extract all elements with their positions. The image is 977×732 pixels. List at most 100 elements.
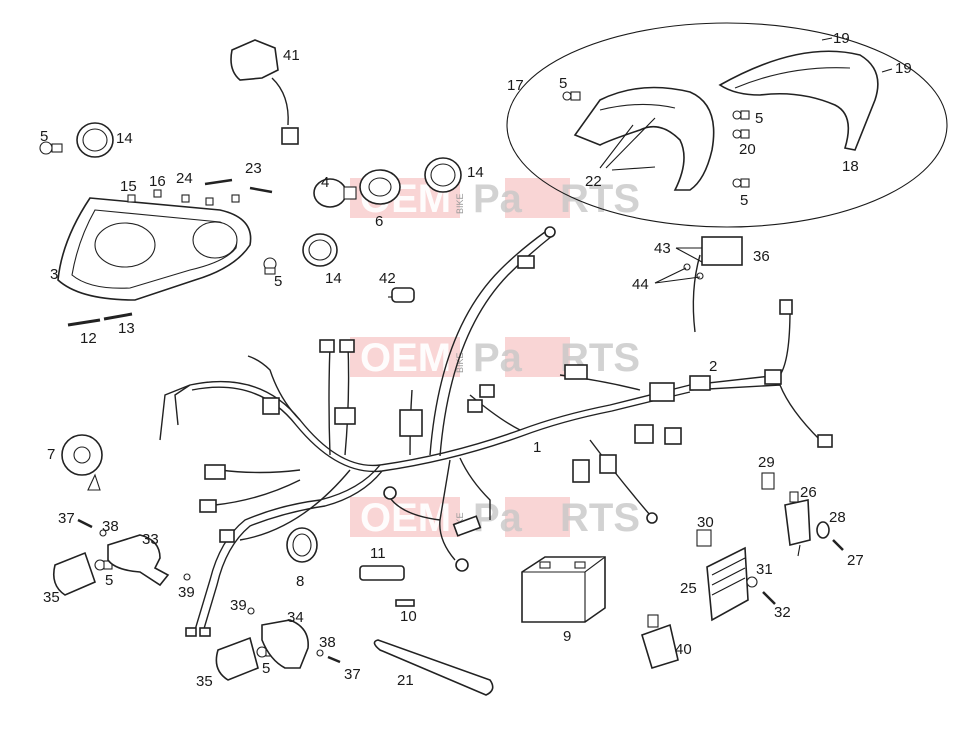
label-35: 35: [43, 589, 60, 606]
part-7-horn: [61, 434, 103, 491]
label-29: 29: [758, 454, 775, 471]
screw-37a: [77, 518, 93, 529]
ring-14a: [76, 122, 114, 158]
washer-38b: [316, 649, 324, 657]
part-31-washer: [746, 576, 758, 588]
part-18-rear-cover: [718, 50, 879, 151]
label-24: 24: [176, 170, 193, 187]
bulb-5b: [732, 110, 750, 120]
screw-23a: [204, 178, 233, 186]
label-7: 7: [47, 446, 55, 463]
part-40-relay: [641, 614, 679, 670]
part-34-indicator-housing: [261, 619, 309, 669]
label-33: 33: [142, 531, 159, 548]
part-27-screw: [832, 539, 844, 551]
part-36-relay: [683, 236, 743, 333]
part-3-headlight: [57, 197, 252, 301]
bulb-5d: [263, 257, 277, 275]
label-17: 17: [507, 77, 524, 94]
label-37: 37: [344, 666, 361, 683]
label-18: 18: [842, 158, 859, 175]
bulb-20: [732, 129, 750, 139]
ring-14c: [302, 233, 338, 267]
label-20: 20: [739, 141, 756, 158]
part-16-nut: [153, 189, 162, 198]
label-42: 42: [379, 270, 396, 287]
part-10-fuse: [395, 599, 415, 607]
label-38: 38: [102, 518, 119, 535]
label-5: 5: [755, 110, 763, 127]
label-5: 5: [559, 75, 567, 92]
label-28: 28: [829, 509, 846, 526]
label-14: 14: [467, 164, 484, 181]
watermark-bottom: OEM BIKE Pa RTS: [350, 496, 640, 540]
label-32: 32: [774, 604, 791, 621]
label-22: 22: [585, 173, 602, 190]
label-9: 9: [563, 628, 571, 645]
part-35-lens-front: [52, 551, 96, 596]
ring-14b: [424, 157, 462, 193]
label-35: 35: [196, 673, 213, 690]
label-41: 41: [283, 47, 300, 64]
label-11: 11: [370, 545, 386, 562]
part-42-switch: [388, 287, 415, 303]
label-10: 10: [400, 608, 417, 625]
part-29-clip: [761, 472, 775, 490]
callout-labels: 1 2 3 4 5 5 5 5 5 5 5 6 7 8 9 10 11 12 1…: [40, 30, 912, 690]
label-25: 25: [680, 580, 697, 597]
label-12: 12: [80, 330, 97, 347]
label-26: 26: [800, 484, 817, 501]
label-2: 2: [709, 358, 717, 375]
watermark-pa: Pa: [473, 177, 523, 221]
label-14: 14: [116, 130, 133, 147]
label-19: 19: [833, 30, 850, 47]
socket-6: [359, 169, 401, 205]
label-44: 44: [632, 276, 649, 293]
watermark-pa: Pa: [473, 336, 523, 380]
part-33-indicator-housing: [107, 534, 170, 587]
label-21: 21: [397, 672, 414, 689]
part-9-battery: [521, 556, 606, 623]
part-28-grommet: [816, 521, 830, 539]
watermark-bike: BIKE: [455, 352, 465, 373]
screw-12: [67, 318, 101, 327]
label-5: 5: [262, 660, 270, 677]
label-38: 38: [319, 634, 336, 651]
label-8: 8: [296, 573, 304, 590]
part-21-strap: [373, 639, 494, 696]
label-16: 16: [149, 173, 166, 190]
bulb-4: [313, 178, 357, 208]
screw-23b: [249, 186, 273, 194]
leader-lines: [654, 247, 703, 284]
part-26-flasher: [784, 491, 811, 557]
part-25-regulator: [706, 546, 749, 622]
label-3: 3: [50, 266, 58, 283]
part-41-switch: [230, 39, 299, 145]
part-35-lens-rear: [215, 636, 259, 681]
label-19: 19: [895, 60, 912, 77]
label-31: 31: [756, 561, 773, 578]
part-32-screw: [762, 591, 776, 605]
label-5: 5: [40, 128, 48, 145]
label-30: 30: [697, 514, 714, 531]
bulb-5-headlight: [39, 141, 63, 155]
washer-38a: [99, 529, 107, 537]
label-13: 13: [118, 320, 135, 337]
watermark-rts: RTS: [560, 177, 640, 221]
part-22-front-cover: [573, 86, 715, 191]
bulb-5a: [562, 91, 581, 101]
part-15-nut: [127, 194, 136, 203]
nut-39b: [247, 607, 255, 615]
label-36: 36: [753, 248, 770, 265]
part-30-bracket: [696, 529, 712, 547]
watermark-pa: Pa: [473, 496, 523, 540]
label-15: 15: [120, 178, 137, 195]
label-27: 27: [847, 552, 864, 569]
label-14: 14: [325, 270, 342, 287]
part-24-clip: [181, 194, 190, 203]
label-1: 1: [533, 439, 541, 456]
watermark-bike: BIKE: [455, 193, 465, 214]
group-outline-17: [506, 22, 948, 228]
label-23: 23: [245, 160, 262, 177]
part-8-clamp: [286, 527, 318, 563]
